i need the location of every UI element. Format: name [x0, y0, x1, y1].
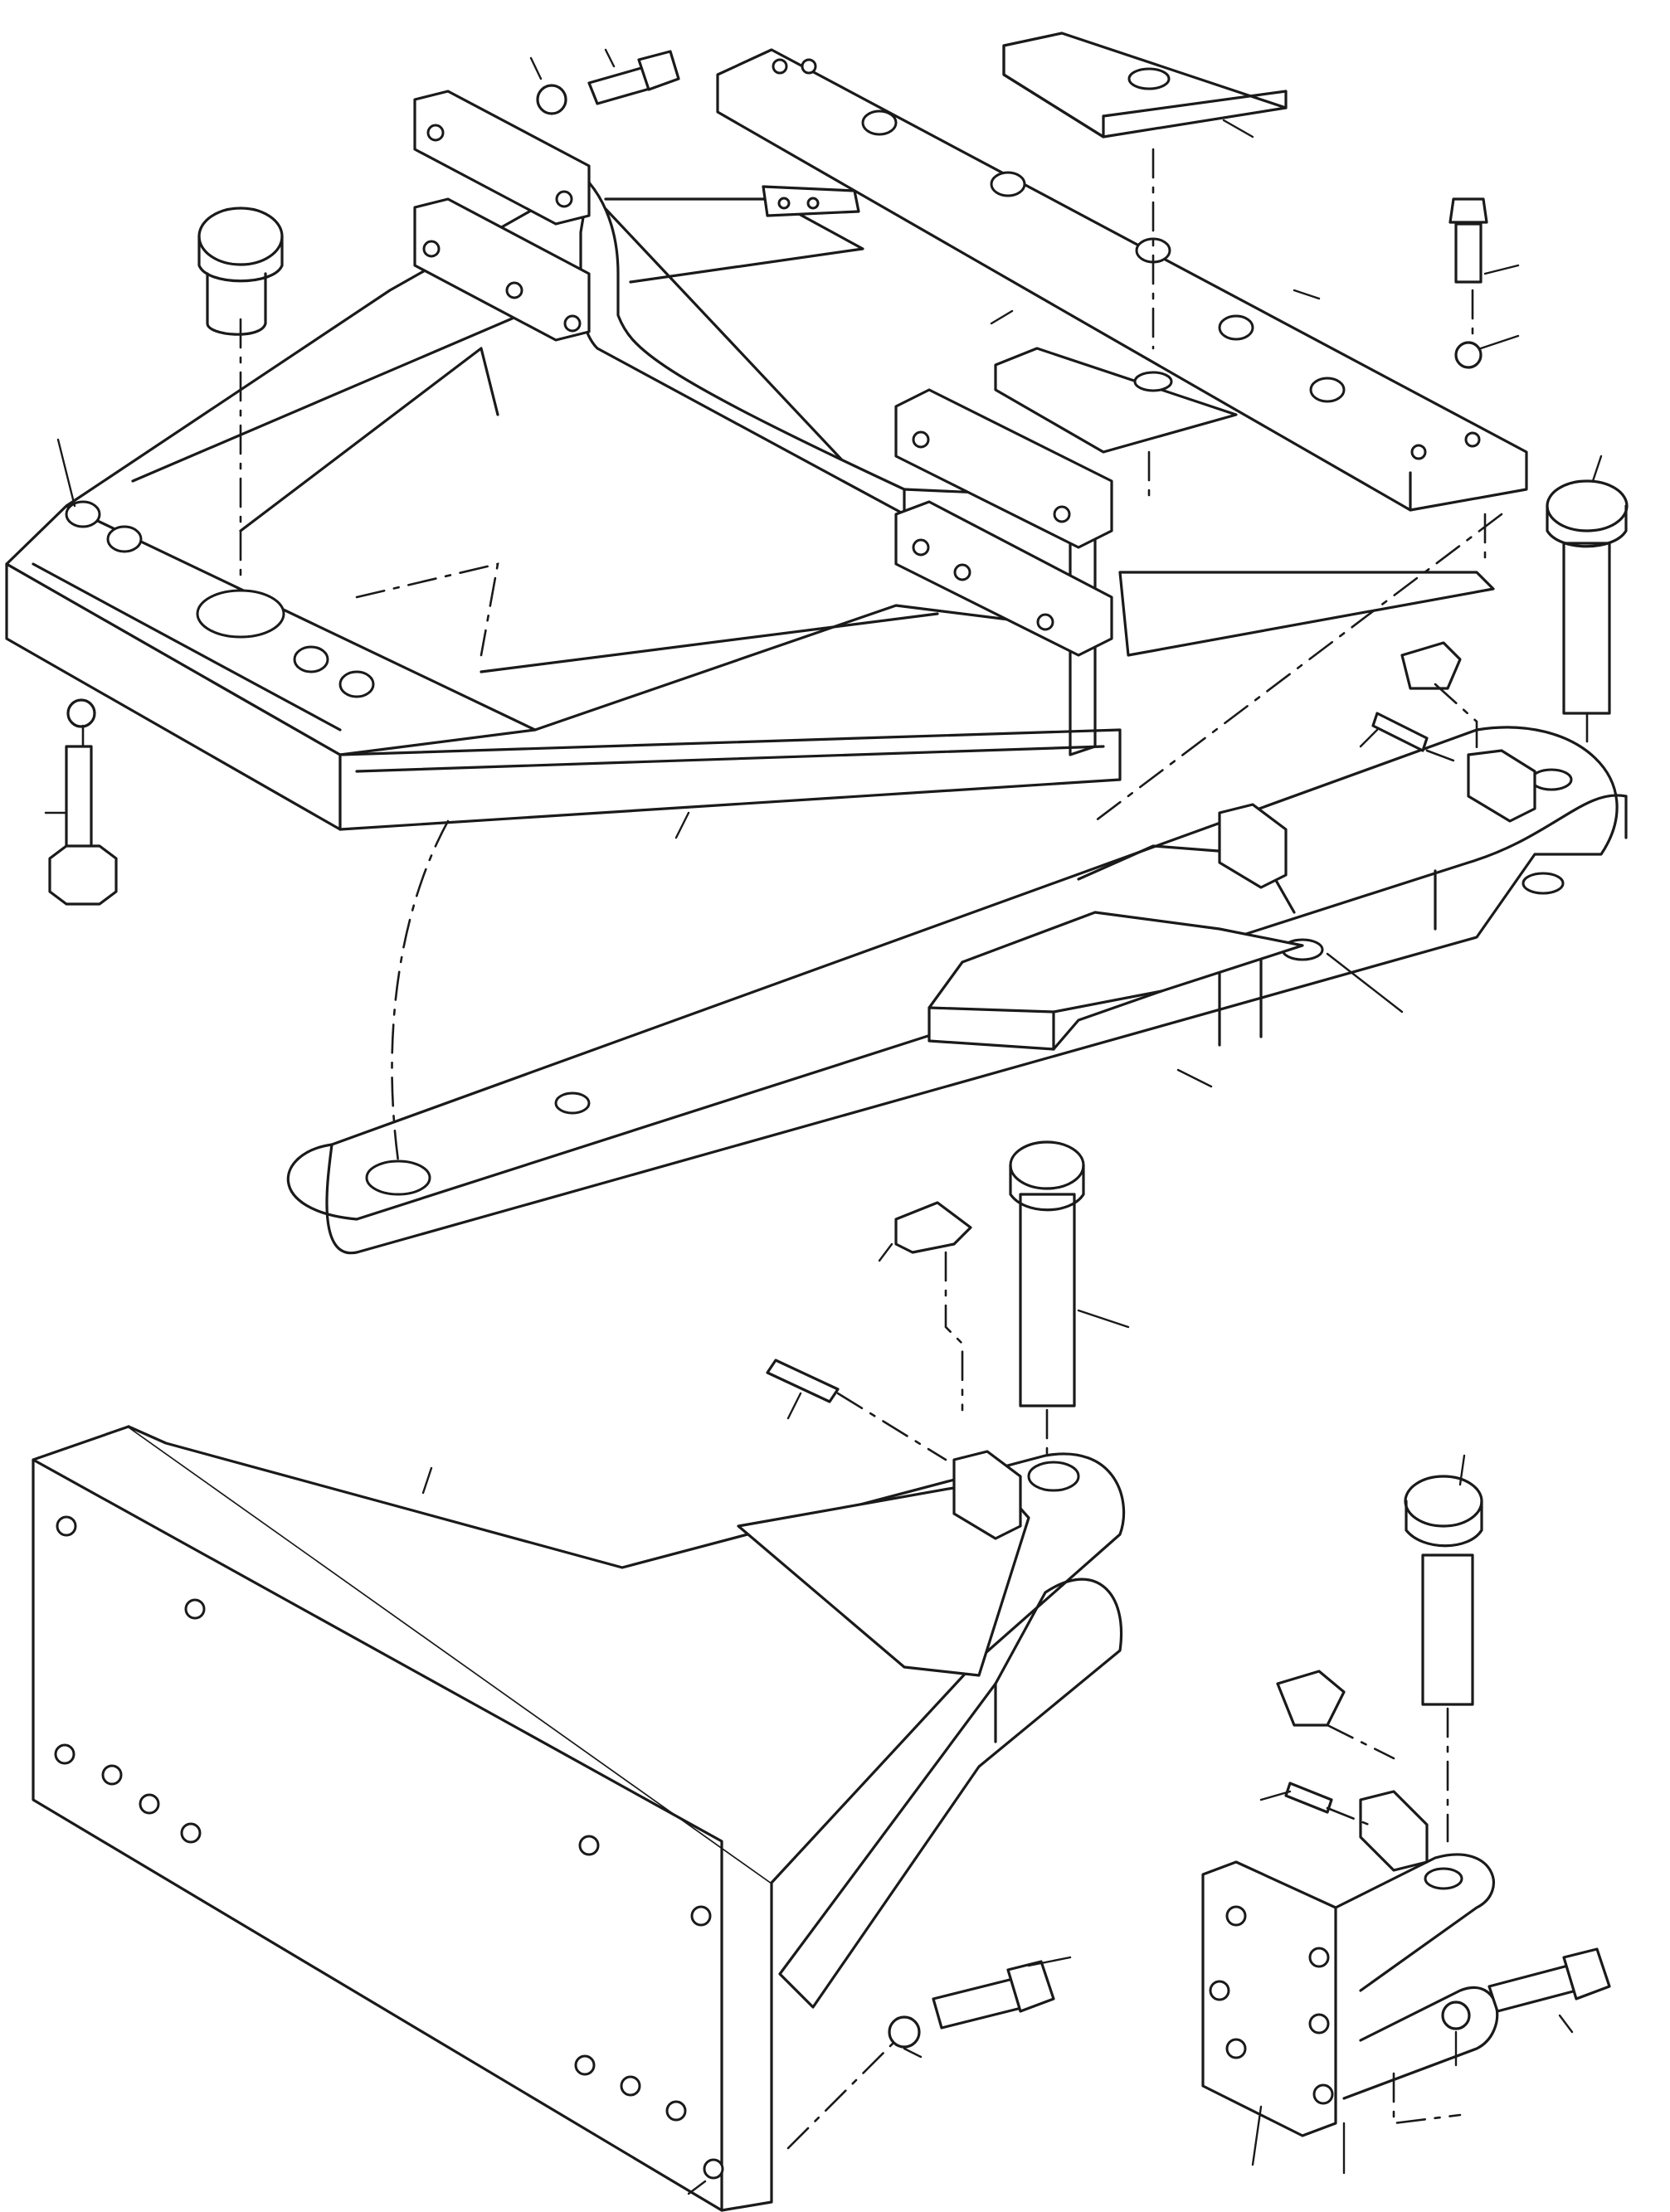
channel-plate-lower — [994, 347, 1238, 454]
drawbar-nose — [928, 911, 1304, 1051]
bolt-top-left — [587, 50, 680, 105]
guide-plate — [716, 48, 1528, 512]
bolt-right-upper — [1448, 197, 1488, 284]
spring-pin-middle — [766, 1359, 840, 1403]
drawbar-frame — [5, 90, 1495, 831]
washer-right-upper — [1454, 341, 1483, 369]
clevis — [1201, 1853, 1499, 2137]
clip-middle — [894, 1201, 972, 1254]
clevis-bolt — [1487, 1947, 1611, 2013]
clevis-spring-pin — [1284, 1782, 1333, 1814]
bolt-lower-left — [48, 698, 118, 906]
pin-cap — [197, 207, 284, 336]
upper-right-pin — [1546, 479, 1629, 715]
clevis-clip — [1276, 1670, 1346, 1727]
central-pin — [1009, 1140, 1085, 1407]
leader-lines — [44, 48, 1603, 2195]
bracket-washer — [888, 2015, 921, 2049]
hitch-bracket — [32, 1425, 1126, 2212]
washer-top-left — [536, 84, 567, 115]
drawbar-clips — [1218, 641, 1536, 889]
assembly-lines — [81, 148, 1589, 2150]
bracket-bolt — [932, 1960, 1055, 2030]
guide-block-upper-left — [413, 90, 591, 226]
frame-pin-hole — [196, 589, 285, 639]
channel-plate — [1002, 32, 1288, 139]
drawbar-end-hole — [365, 1159, 431, 1196]
clevis-washer — [1441, 2001, 1471, 2030]
clevis-pin — [1404, 1475, 1483, 1706]
